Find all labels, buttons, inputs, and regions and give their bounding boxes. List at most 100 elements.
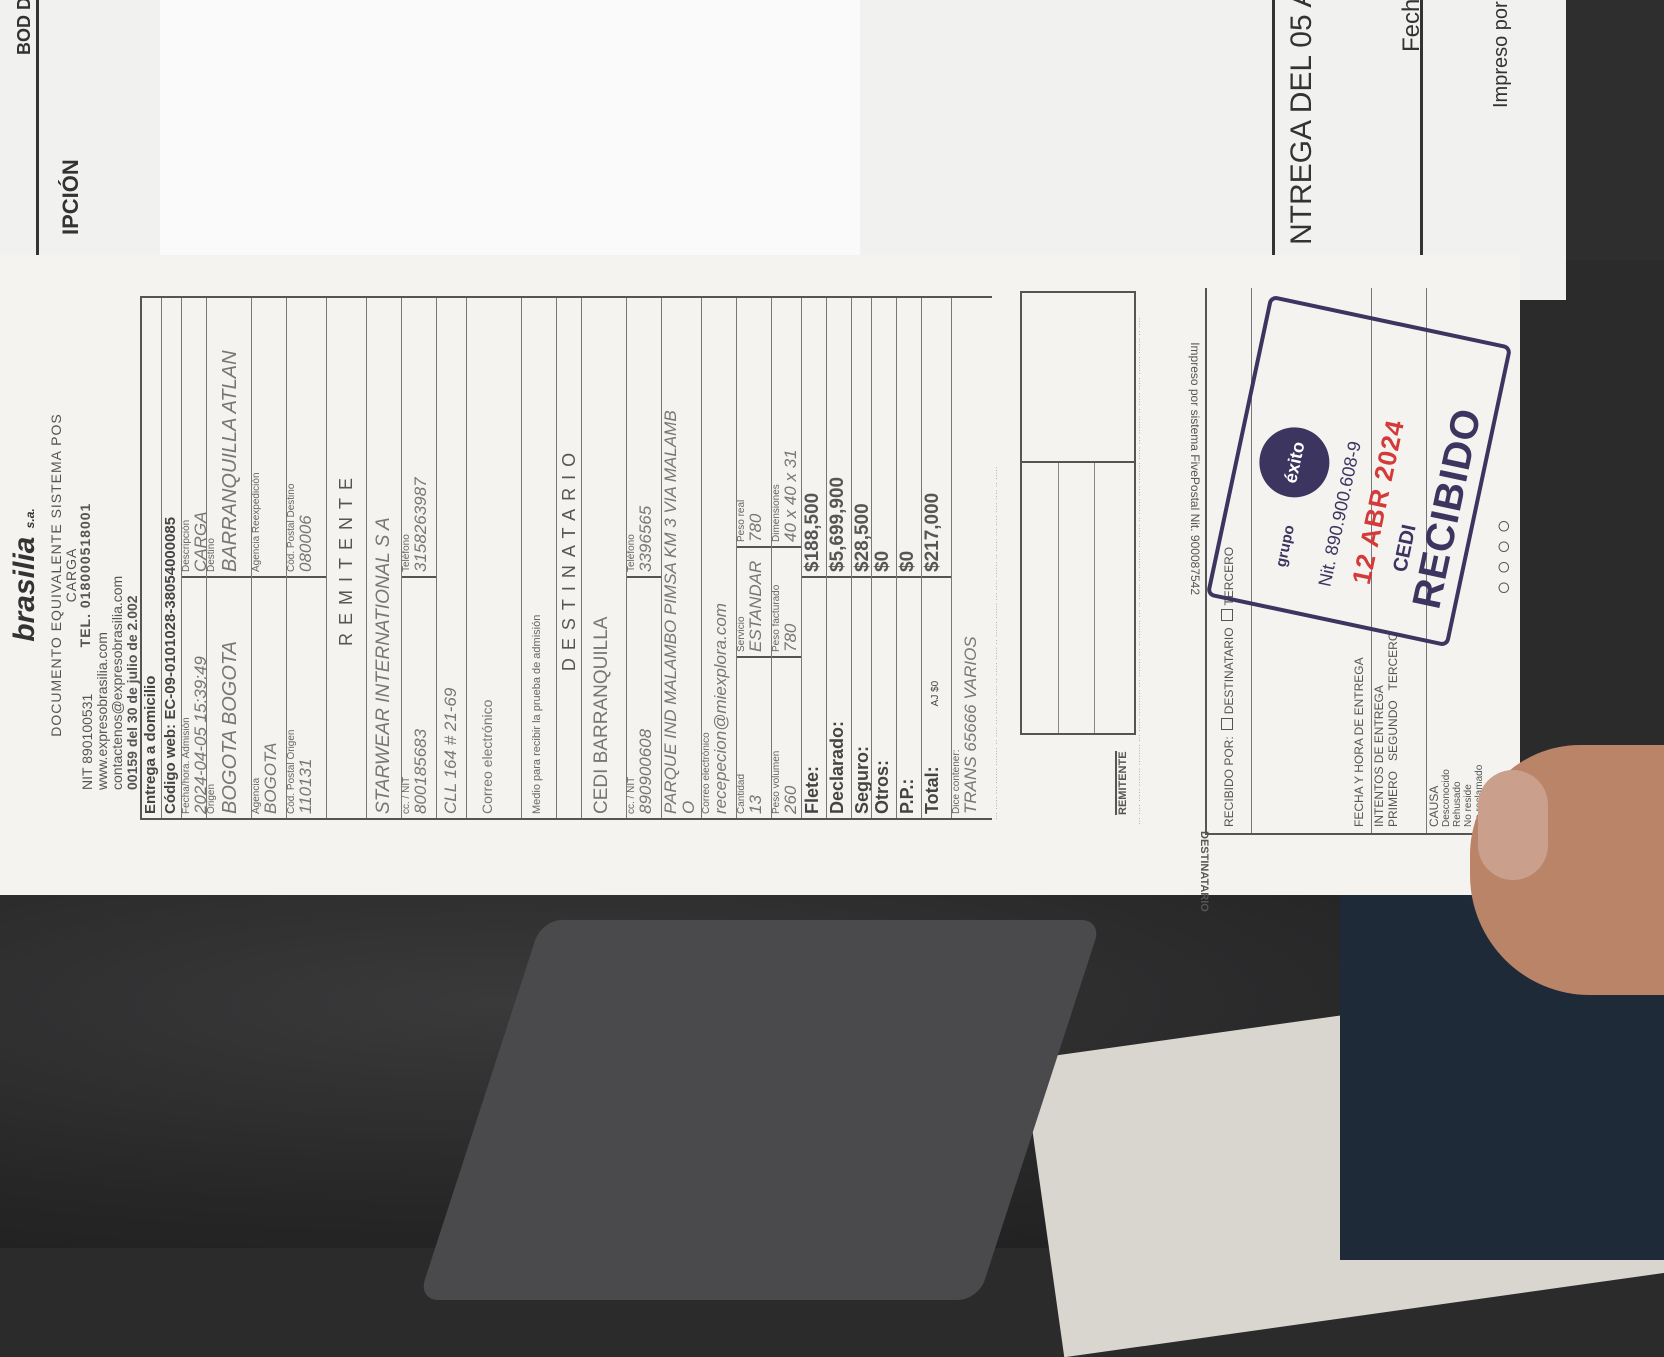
charge-label: Total:	[922, 766, 942, 814]
medio-label: Medio para recibir la prueba de admisión	[531, 614, 543, 814]
charge-row: Seguro: $28,500	[852, 298, 872, 818]
destinatario-direccion-cont: O	[679, 800, 698, 814]
remitente-signature-box	[1020, 291, 1136, 735]
charge-label: Flete:	[802, 765, 822, 814]
charge-row: Flete: $188,500	[802, 298, 827, 818]
charge-row: Otros: $0	[872, 298, 897, 818]
fecha-label: Fech	[1398, 0, 1425, 52]
dimensiones-value: 40 x 40 x 31	[781, 449, 800, 542]
delivery-range-text: NTREGA DEL 05 AL 12 AB	[1285, 0, 1318, 245]
fine-print-2: ··· ···· ····· ······· ········ ··· ····…	[1135, 317, 1144, 825]
remitente-tel: 3158263987	[411, 477, 430, 572]
background-document: NTREGA DEL 05 AL 12 AB Fech Impreso por …	[0, 0, 1566, 300]
row-destinatario-dir: PARQUE IND MALAMBO PIMSA KM 3 VIA MALAMB…	[662, 298, 702, 818]
shipment-table: Entrega a domicilio Código web: EC-09-01…	[140, 296, 992, 820]
info-resolution: 00159 del 30 de julio de 2.002	[124, 595, 140, 790]
charge-value: $217,000	[922, 492, 943, 572]
charge-label: P.P.:	[897, 778, 917, 814]
charge-value: $188,500	[802, 492, 823, 572]
charge-label: Declarado:	[827, 720, 847, 814]
servicio-value: ESTANDAR	[746, 560, 765, 652]
charge-label: Seguro:	[852, 745, 871, 814]
brasilia-logo: brasilia s.a.	[8, 508, 41, 642]
destino-value: BARRANQUILLA ATLAN	[219, 350, 241, 572]
peso-facturado-value: 780	[781, 623, 800, 652]
agencia-value: BOGOTA	[261, 742, 280, 814]
charge-row: Total: AJ $0 $217,000	[922, 298, 952, 818]
cp-destino-value: 080006	[296, 515, 315, 572]
row-remitente-correo: Correo electrónico	[467, 298, 522, 818]
fine-print-1: ··· ····· ··· ······ ······· ·· ···· ···…	[992, 466, 1001, 821]
row-entrega: Entrega a domicilio	[142, 298, 162, 818]
destinatario-tel: 3396565	[636, 505, 655, 572]
dice-contener-value: TRANS 65666 VARIOS	[961, 636, 980, 814]
destinatario-direccion: PARQUE IND MALAMBO PIMSA KM 3 VIA MALAMB	[662, 410, 680, 814]
segundo-label: SEGUNDO	[1386, 700, 1400, 761]
circle-marks: ○○○○	[1490, 513, 1517, 595]
divider-line	[1420, 0, 1423, 270]
tercero-checkbox[interactable]	[1221, 608, 1233, 621]
paper-fold	[160, 0, 860, 280]
destinatario-correo: recepecion@miexplora.com	[711, 603, 730, 814]
bod-label: BOD D	[14, 0, 34, 55]
remitente-ccnit: 800185683	[411, 728, 430, 814]
info-nit: NIT 890100531	[79, 693, 95, 790]
remitente-direccion: CLL 164 # 21-69	[441, 687, 460, 814]
charge-row: P.P.:$0	[897, 298, 922, 818]
charge-label: Otros:	[872, 760, 892, 814]
company-info: NIT 890100531 www.expresobrasilia.com co…	[79, 575, 140, 790]
destinatario-name: CEDI BARRANQUILLA	[591, 616, 612, 814]
shipping-receipt: brasilia s.a. DOCUMENTO EQUIVALENTE SIST…	[0, 255, 1522, 912]
cantidad-value: 13	[746, 795, 765, 814]
divider-line	[1058, 463, 1059, 733]
exito-logo: éxito	[1252, 420, 1336, 504]
section-label: IPCIÓN	[58, 159, 83, 235]
charge-value: $0	[872, 550, 893, 572]
divider-line	[1094, 463, 1095, 733]
destinatario-option: DESTINATARIO	[1222, 627, 1236, 715]
descripcion-value: CARGA	[191, 511, 206, 572]
info-website: www.expresobrasilia.com	[94, 632, 110, 790]
row-codigo-web: Código web: EC-09-0101028-38054000085	[162, 298, 182, 818]
grupo-label: grupo	[1272, 523, 1299, 569]
destino-label: Destino	[207, 538, 217, 572]
destinatario-checkbox[interactable]	[1221, 717, 1233, 730]
remitente-sign-label: REMITENTE	[1115, 751, 1129, 815]
agencia-reexp-label: Agencia Reexpedición	[252, 472, 262, 572]
primero-label: PRIMERO	[1386, 770, 1400, 827]
charge-row: Declarado: $5,699,900	[827, 298, 852, 818]
remitente-name: STARWEAR INTERNATIONAL S A	[373, 517, 394, 814]
remitente-correo-label: Correo electrónico	[479, 699, 495, 814]
origen-value: BOGOTA BOGOTA	[219, 641, 241, 814]
codigo-web-label: Código web:	[162, 724, 179, 814]
row-destinatario-name: CEDI BARRANQUILLA	[582, 298, 627, 818]
divider-line	[1022, 461, 1134, 463]
row-remitente-title: REMITENTE	[327, 298, 367, 818]
peso-real-value: 780	[746, 513, 765, 542]
doc-title: DOCUMENTO EQUIVALENTE SISTEMA POS	[48, 413, 64, 737]
destinatario-ccnit: 890900608	[636, 728, 655, 814]
charge-value: $5,699,900	[827, 476, 848, 572]
remitente-title: REMITENTE	[336, 470, 356, 647]
divider-line	[1272, 0, 1275, 270]
origen-label: Origen	[207, 783, 217, 814]
charge-value: $28,500	[852, 503, 871, 572]
fivepostal-footer: Impreso por sistema FivePostal Nit. 9000…	[1188, 342, 1202, 595]
codigo-web-value: EC-09-0101028-38054000085	[162, 516, 179, 720]
divider-line	[36, 0, 39, 260]
row-destinatario-title: DESTINATARIO	[557, 298, 582, 818]
total-aj: AJ $0	[930, 680, 941, 707]
fecha-hora-label: FECHA Y HORA DE ENTREGA	[1352, 657, 1366, 827]
recibido-por-label: RECIBIDO POR:	[1222, 736, 1236, 827]
info-email: contactenos@expresobrasilia.com	[109, 575, 125, 790]
cp-origen-value: 110131	[296, 758, 315, 814]
